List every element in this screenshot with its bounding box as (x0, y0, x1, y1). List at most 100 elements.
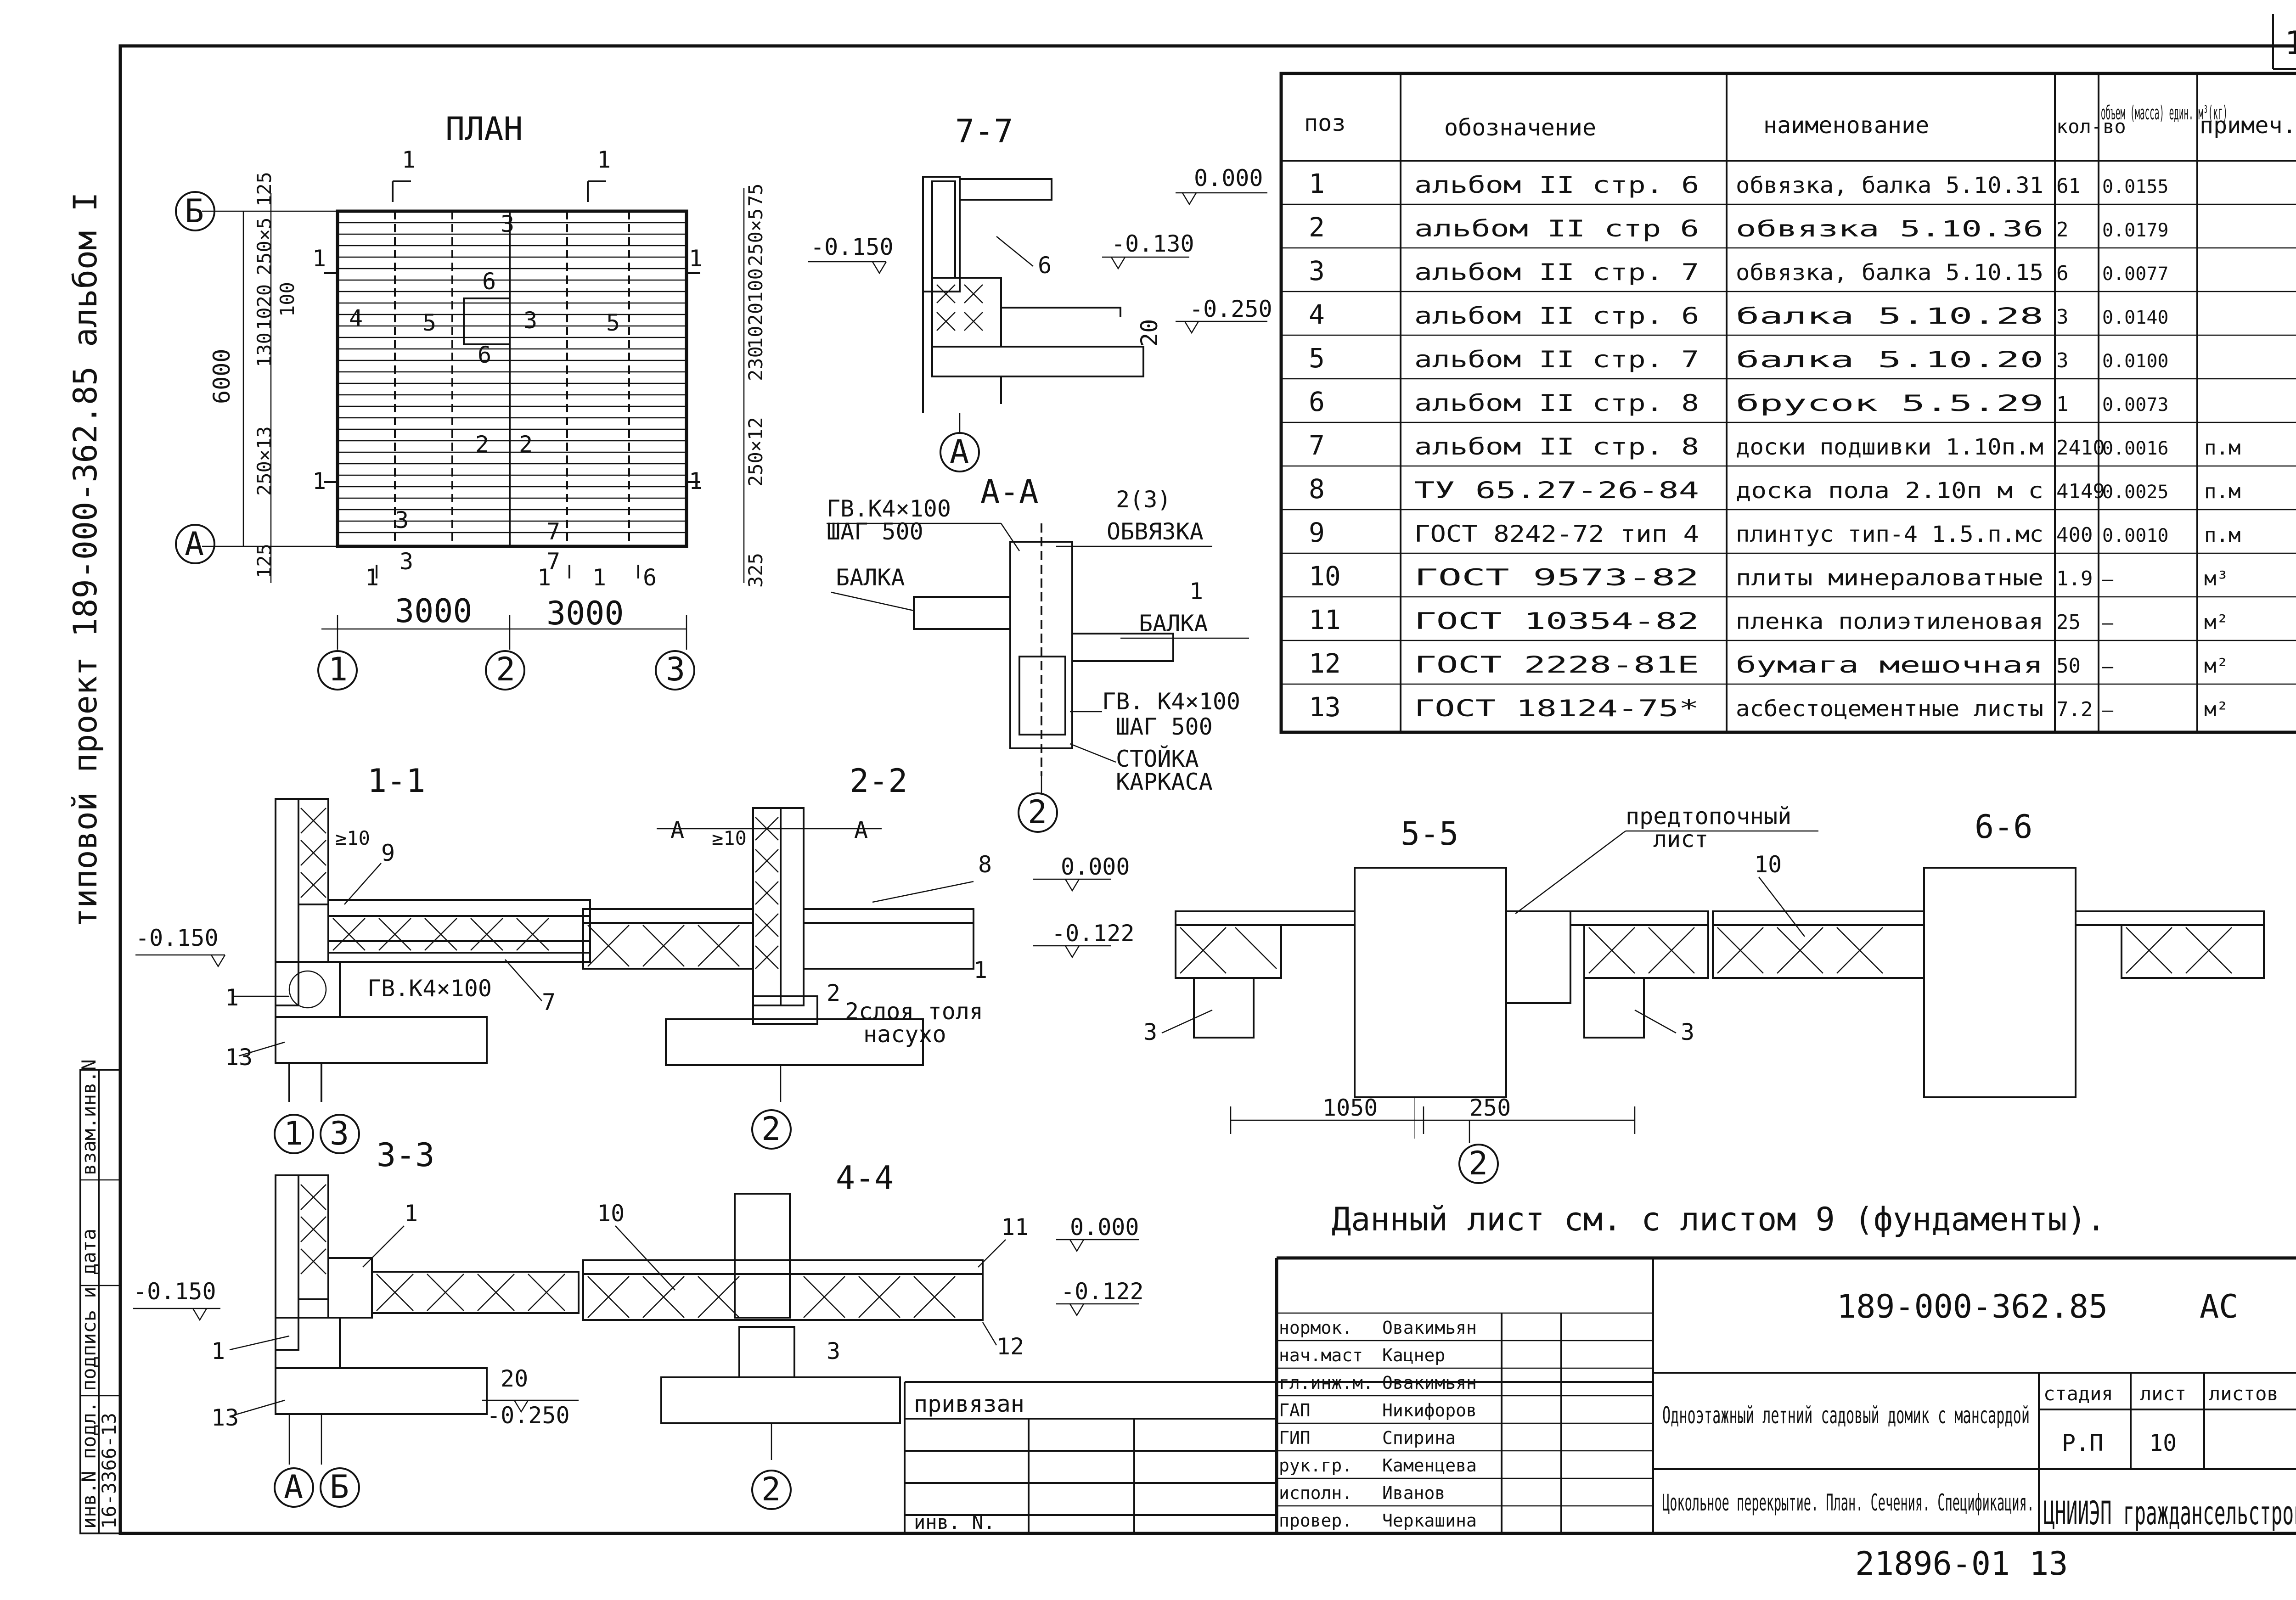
left-stamp-vzam: взам.инв.N (78, 1059, 100, 1175)
s33-label-13: 13 (211, 1404, 239, 1431)
saa-label-balka2: БАЛКА (1139, 610, 1208, 637)
plan-axis-b: Б (185, 192, 204, 230)
plan-dim-l0: 125 (253, 172, 276, 207)
spec-cell-r3-c3: обвязка, балка 5.10.15 (1736, 260, 2043, 286)
spec-cell-r11-c6: м² (2204, 611, 2228, 634)
spec-cell-r9-c1: 9 (1309, 517, 1325, 548)
section-2-2: 2-2 2 0.000 -0.122 A ≥10 A 8 1 2 2слоя т… (582, 762, 1135, 1150)
tb-role-name-7: Иванов (1382, 1483, 1445, 1503)
spec-cell-r3-c1: 3 (1309, 255, 1325, 286)
spec-cell-r13-c5: — (2102, 700, 2114, 721)
s55-axis: 2 (1469, 1145, 1488, 1182)
saa-label-gvk2: ГВ. К4×100 (1102, 688, 1240, 715)
saa-title: А-А (980, 473, 1038, 511)
spec-cell-r8-c2: ТУ 65.27-26-84 (1414, 477, 1699, 504)
spec-header-kol: кол-во (2056, 115, 2126, 138)
spec-cell-r7-c6: п.м (2204, 436, 2240, 460)
plan-mark-1c: 1 (312, 245, 326, 272)
spec-cell-r6-c1: 6 (1309, 386, 1325, 417)
s11-label-10: ≥10 (335, 827, 370, 849)
plan-axis-3: 3 (666, 651, 685, 688)
plan-dim-r1: 250×5 (744, 208, 767, 266)
s55-dim-250: 250 (1469, 1095, 1511, 1121)
s22-label-10: ≥10 (712, 827, 747, 849)
tb-role-8: провер. (1279, 1510, 1352, 1531)
spec-cell-r2-c2: альбом II стр 6 (1414, 215, 1699, 242)
saa-label-shag: ШАГ 500 (827, 518, 923, 545)
spec-cell-r2-c4: 2 (2056, 218, 2069, 241)
spec-cell-r7-c5: 0.0016 (2102, 438, 2169, 459)
spec-cell-r12-c6: м² (2204, 654, 2228, 678)
tb-role-name-3: Овакимьян (1382, 1373, 1477, 1393)
saa-label-balka: БАЛКА (836, 564, 905, 591)
tb-role-5: ГИП (1279, 1428, 1311, 1448)
s44-label-11: 11 (1001, 1214, 1029, 1241)
spec-cell-r9-c4: 400 (2056, 523, 2093, 547)
spec-cell-r9-c6: п.м (2204, 523, 2240, 547)
tb-role-4: ГАП (1279, 1400, 1311, 1420)
sheet-number-box: 12 (2272, 14, 2296, 70)
s44-level-122: -0.122 (1061, 1278, 1144, 1305)
spec-table-row-lines (1281, 203, 2296, 685)
tb-org: ЦНИИЭП граждансельстрой (2043, 1494, 2296, 1532)
plan-mark-1d: 1 (689, 245, 703, 272)
s11-axis-3: 3 (330, 1115, 349, 1152)
spec-cell-r8-c4: 4149 (2056, 480, 2105, 503)
section-a-a: А-А 2 ГВ.К4×100 ШАГ 500 БАЛКА 2(3) ОБВЯЗ… (827, 473, 1249, 833)
spec-cell-r7-c2: альбом II стр. 8 (1414, 433, 1699, 460)
s22-level-0: 0.000 (1061, 853, 1130, 880)
s44-label-3: 3 (827, 1338, 840, 1364)
s22-title: 2-2 (850, 762, 907, 800)
s22-label-1: 1 (974, 957, 987, 983)
s66-label-10: 10 (1754, 851, 1782, 878)
s22-label-a2: A (854, 817, 868, 843)
s55-title: 5-5 (1401, 815, 1458, 853)
tb-sheet-label: лист (2140, 1382, 2186, 1405)
spec-header-pos: поз (1304, 110, 1345, 136)
spec-cell-r4-c4: 3 (2056, 305, 2069, 329)
spec-cell-r12-c4: 50 (2056, 654, 2081, 678)
plan-mark-3d: 3 (400, 548, 413, 575)
plan-mark-5b: 5 (422, 309, 436, 336)
spec-cell-r12-c2: ГОСТ 2228-81Е (1414, 651, 1699, 678)
spec-table: поз обозначение наименование кол-во объе… (1279, 72, 2296, 734)
s22-label-tolya: 2слоя толя (845, 998, 983, 1025)
spec-cell-r5-c4: 3 (2056, 349, 2069, 372)
spec-cell-r10-c1: 10 (1309, 561, 1341, 592)
s33-label-1a: 1 (404, 1200, 418, 1227)
spec-cell-r6-c4: 1 (2056, 393, 2069, 416)
s22-level-122: -0.122 (1052, 920, 1135, 947)
spec-cell-r7-c1: 7 (1309, 430, 1325, 461)
left-stamp-sign: подпись и дата (78, 1229, 100, 1391)
s77-level-0150: -0.150 (810, 234, 894, 260)
spec-cell-r10-c2: ГОСТ 9573-82 (1414, 564, 1699, 591)
spec-cell-r5-c3: балка 5.10.20 (1736, 347, 2043, 373)
spec-cell-r11-c3: пленка полиэтиленовая (1736, 609, 2043, 634)
plan-mark-6: 6 (482, 268, 496, 295)
plan-section-cuts (324, 180, 700, 578)
s33-axis-b: Б (330, 1468, 349, 1506)
s33-axis-a: А (284, 1468, 303, 1506)
s22-axis: 2 (761, 1110, 781, 1148)
plan-axis-a: А (185, 525, 204, 563)
spec-cell-r13-c3: асбестоцементные листы (1736, 696, 2043, 722)
plan-dim-r5: 250×12 (744, 417, 767, 487)
s22-label-nasukho: насухо (863, 1021, 946, 1048)
spec-cell-r1-c3: обвязка, балка 5.10.31 (1736, 173, 2043, 198)
s44-axis: 2 (761, 1471, 781, 1508)
spec-cell-r5-c1: 5 (1309, 342, 1325, 374)
plan-mark-3b: 3 (523, 307, 537, 334)
plan-girders (394, 211, 630, 546)
saa-label-shag2: ШАГ 500 (1116, 713, 1213, 740)
s11-label-7: 7 (542, 989, 556, 1016)
s66-title: 6-6 (1975, 808, 2032, 846)
plan-joists (338, 222, 687, 533)
plan-dim-r6: 325 (744, 553, 767, 588)
s55-label-list: лист (1653, 826, 1708, 853)
spec-cell-r2-c3: обвязка 5.10.36 (1736, 216, 2043, 242)
s22-label-a1: A (670, 817, 684, 843)
plan-mark-3: 3 (501, 211, 514, 237)
spec-cell-r13-c1: 13 (1309, 691, 1341, 723)
s55-dim-1050: 1050 (1322, 1095, 1378, 1121)
